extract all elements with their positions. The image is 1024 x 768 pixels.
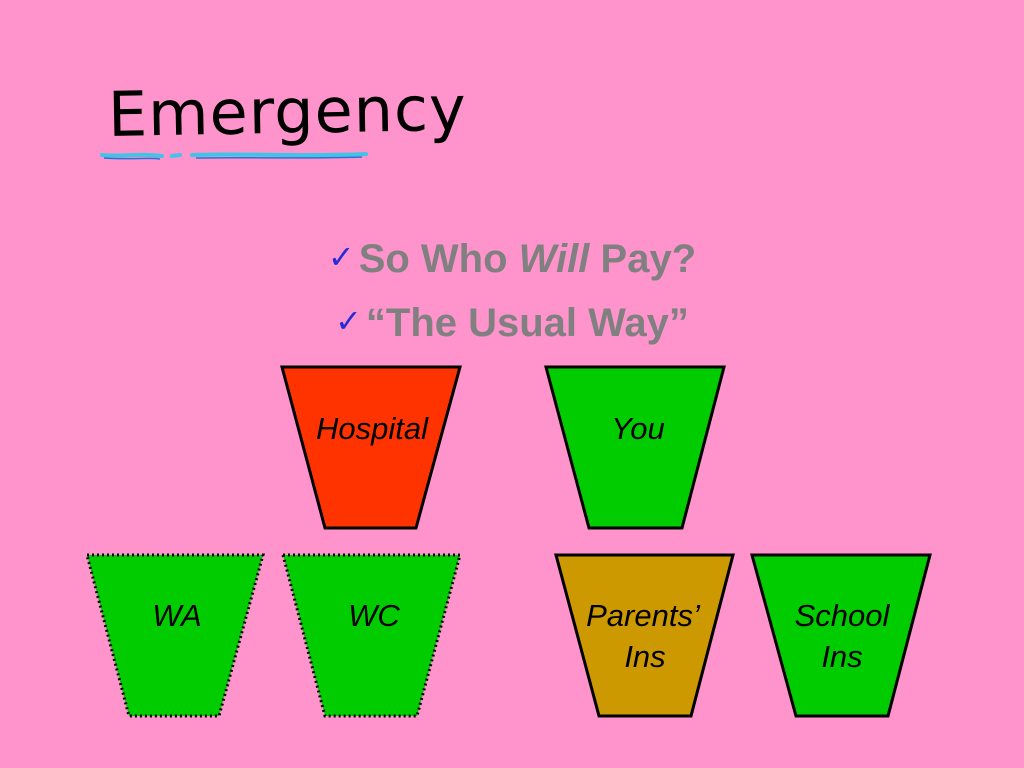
bucket-school-ins-shape	[750, 553, 932, 718]
bucket-parents-ins-label-line1: Parents’	[586, 598, 701, 633]
bucket-hospital-shape	[280, 365, 462, 530]
bullet-usual-way: ✓“The Usual Way”	[0, 290, 1024, 354]
bucket-wc-label: WC	[348, 598, 400, 633]
bucket-wa: WA	[85, 553, 265, 718]
bullet-who-will-pay: ✓So Who Will Pay?	[0, 226, 1024, 290]
check-icon: ✓	[335, 303, 362, 339]
bucket-wa-label: WA	[152, 598, 201, 633]
bucket-school-ins-label-line1: School	[795, 598, 891, 633]
check-icon: ✓	[327, 239, 355, 275]
bucket-you: You	[544, 365, 726, 530]
bullet-list: ✓So Who Will Pay? ✓“The Usual Way”	[0, 226, 1024, 354]
bucket-parents-ins-shape	[554, 553, 735, 718]
bullet-text-part: Pay?	[589, 237, 697, 281]
bucket-hospital: Hospital	[280, 365, 462, 530]
bucket-parents-ins: Parents’ Ins	[554, 553, 735, 718]
title-underline	[100, 152, 368, 160]
bucket-school-ins-label-line2: Ins	[821, 639, 862, 674]
bucket-you-shape	[544, 365, 726, 530]
bullet-text-part: So Who	[358, 237, 519, 281]
bucket-wa-shape	[85, 553, 265, 718]
bucket-you-label: You	[611, 411, 664, 446]
bucket-wc-shape	[281, 553, 462, 718]
bucket-school-ins: School Ins	[750, 553, 932, 718]
bucket-parents-ins-label-line2: Ins	[624, 639, 665, 674]
bucket-hospital-label: Hospital	[316, 411, 429, 446]
bullet-text: “The Usual Way”	[365, 301, 689, 345]
bucket-wc: WC	[281, 553, 462, 718]
bullet-text-emphasis: Will	[518, 237, 590, 281]
